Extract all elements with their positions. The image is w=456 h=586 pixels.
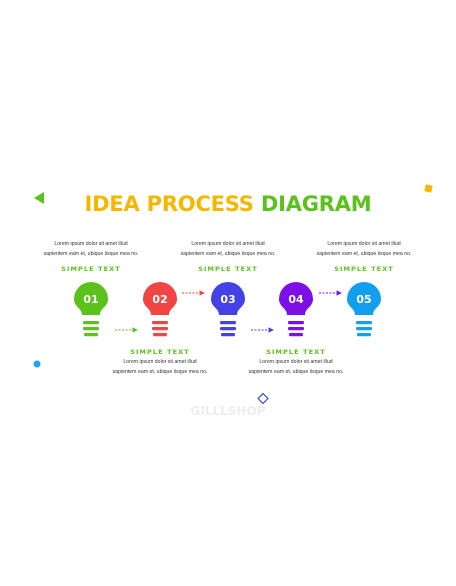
title-part-1: IDEA PROCESS — [84, 192, 254, 216]
step-1-number: 01 — [83, 293, 98, 306]
circle-decoration — [33, 360, 41, 368]
step-2-label: SIMPLE TEXT — [130, 348, 190, 356]
step-4-description: Lorem ipsum dolor sit amet illud sapient… — [248, 359, 344, 375]
step-2-number: 02 — [152, 293, 167, 306]
step-1-label: SIMPLE TEXT — [61, 265, 121, 273]
step-4-bulb: 04 — [279, 282, 313, 337]
step-5-label: SIMPLE TEXT — [334, 265, 394, 273]
square-decoration — [424, 184, 433, 193]
step-2-bulb: 02 — [143, 282, 177, 337]
diamond-decoration — [257, 392, 269, 405]
step-3-number: 03 — [220, 293, 235, 306]
triangle-decoration — [34, 192, 44, 204]
step-1-description: Lorem ipsum dolor sit amet illud sapient… — [43, 241, 139, 257]
title-part-2: DIAGRAM — [260, 192, 372, 216]
diagram-title: IDEA PROCESS DIAGRAM — [0, 192, 456, 216]
step-5-number: 05 — [356, 293, 371, 306]
step-5-bulb: 05 — [347, 282, 381, 337]
step-4-number: 04 — [288, 293, 304, 306]
step-3-description: Lorem ipsum dolor sit amet illud sapient… — [180, 241, 276, 257]
step-5-description: Lorem ipsum dolor sit amet illud sapient… — [316, 241, 412, 257]
step-3-bulb: 03 — [211, 282, 245, 337]
step-3-label: SIMPLE TEXT — [198, 265, 258, 273]
step-2-description: Lorem ipsum dolor sit amet illud sapient… — [112, 359, 208, 375]
step-1-bulb: 01 — [74, 282, 108, 337]
step-4-label: SIMPLE TEXT — [266, 348, 326, 356]
watermark: GILLLSHOP — [190, 404, 266, 418]
